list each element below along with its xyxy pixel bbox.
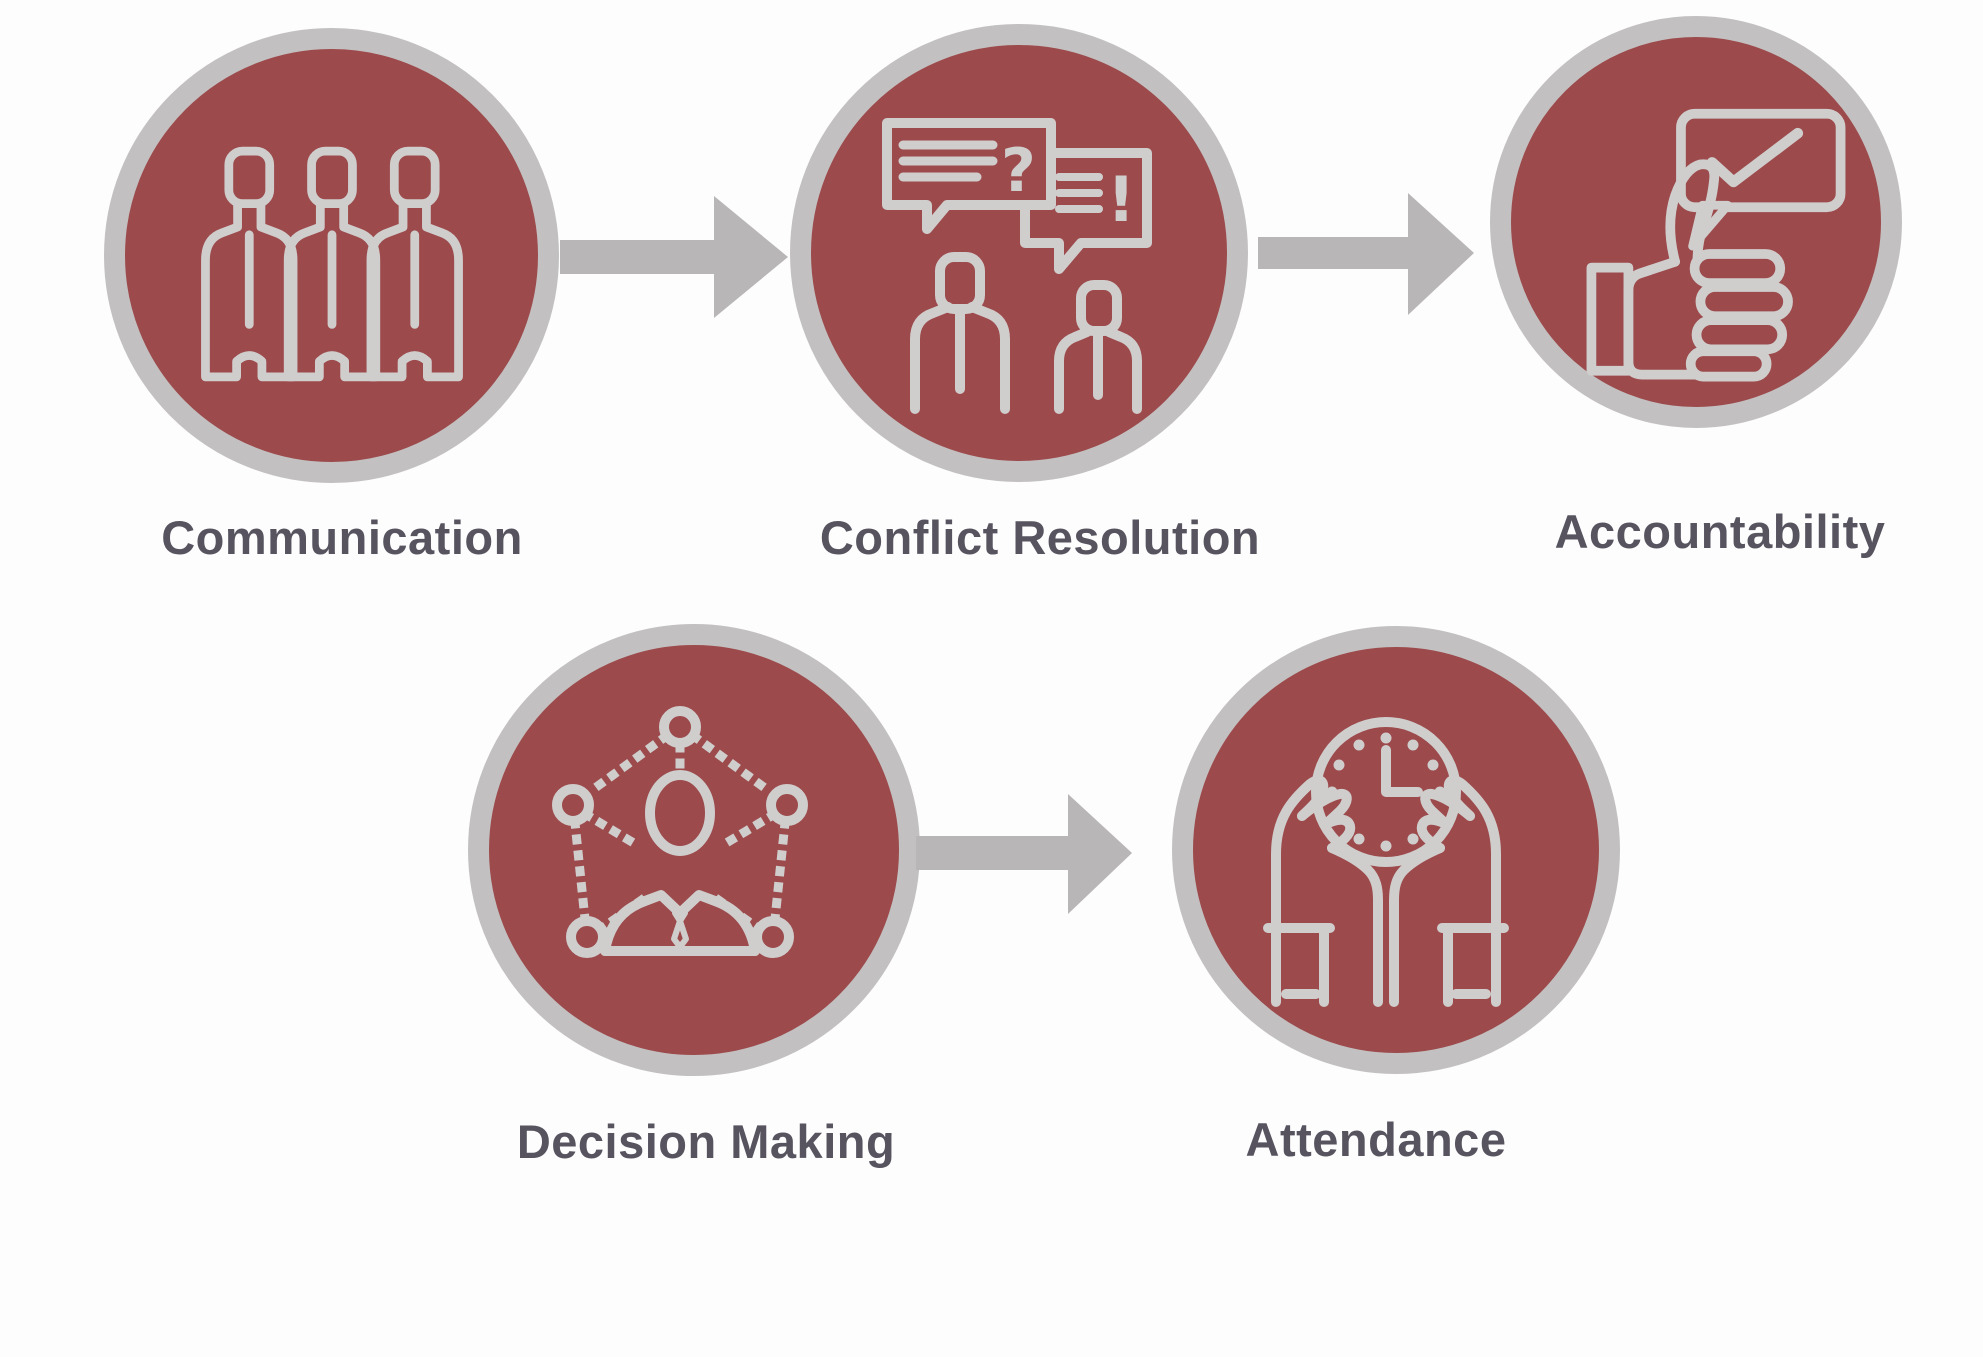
person-network-nodes-icon	[552, 706, 808, 958]
left-hand	[1263, 775, 1383, 1007]
question-glyph: ?	[1001, 136, 1036, 206]
thumbs-up-check-bubble-icon	[1586, 108, 1846, 382]
label-attendance: Attendance	[1245, 1113, 1507, 1166]
speech-bubbles-discussion-icon: ! ?	[882, 118, 1152, 414]
arrow-decision-making-to-attendance	[916, 794, 1132, 914]
right-hand	[1389, 775, 1509, 1007]
circle-communication	[104, 28, 559, 483]
circle-accountability	[1490, 16, 1902, 428]
label-conflict-resolution: Conflict Resolution	[819, 511, 1261, 564]
hands-holding-clock-icon	[1263, 717, 1509, 1007]
label-communication: Communication	[161, 511, 523, 564]
exclamation-glyph: !	[1107, 163, 1135, 236]
arrow-communication-to-conflict-resolution	[560, 196, 788, 318]
circle-conflict-resolution: ! ?	[790, 24, 1248, 482]
circle-decision-making	[468, 624, 920, 1076]
arrow-conflict-resolution-to-accountability	[1258, 193, 1474, 315]
three-people-icon	[200, 146, 463, 381]
label-accountability: Accountability	[1554, 505, 1886, 558]
circle-attendance	[1172, 626, 1620, 1074]
label-decision-making: Decision Making	[516, 1115, 896, 1168]
